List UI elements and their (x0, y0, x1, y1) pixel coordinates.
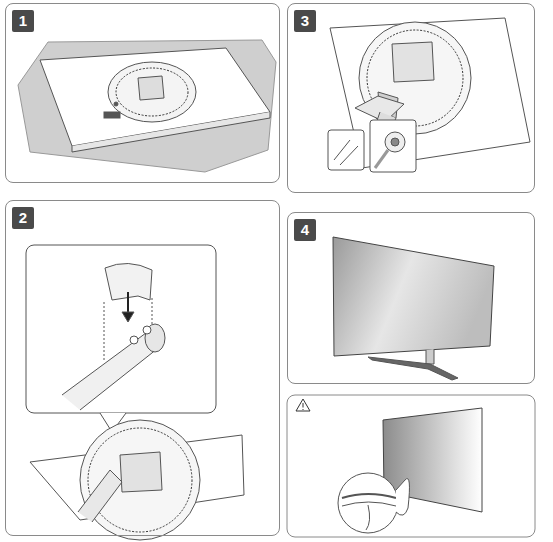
assembled-monitor (333, 237, 494, 380)
cable-warning-illustration (338, 408, 482, 533)
step-panel: 4 (287, 212, 535, 384)
step-panel: 1 (5, 3, 280, 183)
monitor-back-with-stand (328, 18, 530, 172)
step-number: 1 (12, 10, 34, 32)
step-number: 3 (294, 10, 316, 32)
warning-panel (287, 395, 535, 537)
step-panel: 2 (5, 200, 280, 536)
step-number: 4 (294, 219, 316, 241)
monitor-face-down (18, 40, 276, 172)
stand-body-inset (26, 245, 244, 540)
step-number: 2 (12, 207, 34, 229)
step-panel: 3 (287, 3, 535, 193)
warning-icon (296, 399, 310, 411)
